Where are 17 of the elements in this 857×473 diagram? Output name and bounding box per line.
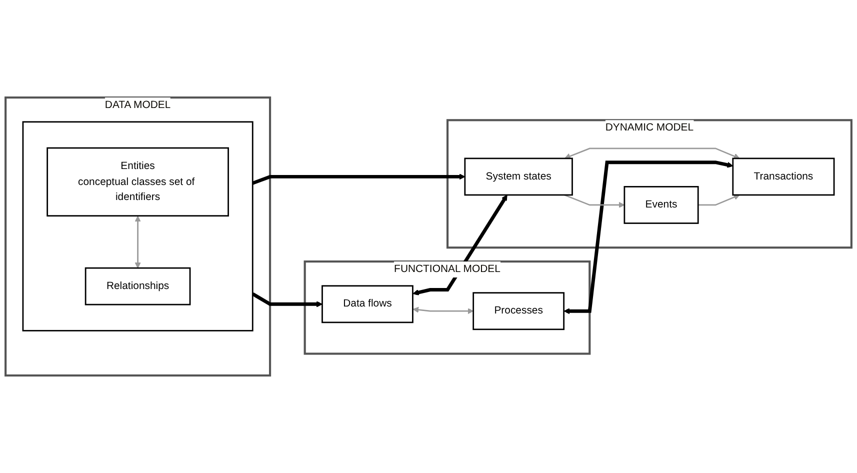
arrow [564,160,734,314]
arrow [412,194,508,296]
arrow [564,194,625,208]
arrow [252,174,466,185]
cluster [22,121,254,332]
node-box: Entities conceptual classes set of identifiers [46,147,229,217]
arrow [698,194,740,206]
node-box: Relationships [84,267,191,306]
node-box: Transactions [732,158,835,196]
node-box: Processes [472,292,565,330]
node-box: Events [624,186,699,224]
arrow [564,148,740,160]
arrow [412,306,474,314]
arrow [252,292,322,308]
node-box: System states [464,158,573,196]
node-box: Data flows [322,285,414,324]
arrow [134,216,141,268]
